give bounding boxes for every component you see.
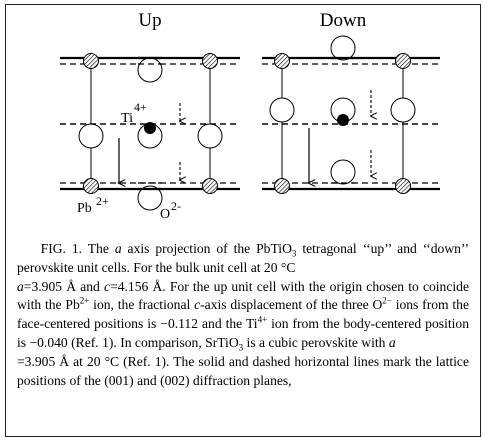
perovskite-diagram: Up Ti 4+ bbox=[60, 10, 440, 222]
ti-charge-label: 4+ bbox=[134, 100, 147, 114]
caption-c-eq: c bbox=[104, 278, 111, 294]
pb-charge-label: 2+ bbox=[96, 194, 109, 208]
down-panel: Down bbox=[262, 10, 440, 194]
caption-span: is a cubic perovskite with bbox=[246, 334, 386, 350]
down-pb-bottom-left bbox=[274, 178, 290, 194]
down-oxygen-top bbox=[330, 35, 356, 61]
down-pb-top-left bbox=[274, 53, 290, 69]
up-oxygen-left bbox=[78, 123, 104, 149]
up-panel: Up Ti 4+ bbox=[60, 10, 240, 222]
figure-caption: FIG. 1. The a axis projection of the PbT… bbox=[17, 240, 469, 390]
down-oxygen-right bbox=[390, 97, 416, 123]
caption-a-italic: a bbox=[114, 241, 122, 256]
down-oxygen-left bbox=[269, 97, 295, 123]
caption-span: =4.156 Å. For the up unit cell with the … bbox=[17, 278, 469, 313]
down-ti-atom bbox=[337, 114, 349, 126]
up-pb-top-right bbox=[202, 53, 218, 69]
up-oxygen-top bbox=[137, 57, 163, 83]
caption-sup: 4+ bbox=[257, 314, 268, 325]
caption-span: tetragonal ‘‘up’’ and ‘‘down’’ perovskit… bbox=[17, 241, 470, 275]
caption-span: ion, the fractional bbox=[93, 297, 191, 313]
down-label: Down bbox=[320, 10, 367, 31]
caption-span: ion from the body-centered position is −… bbox=[17, 316, 469, 350]
ti-label: Ti bbox=[121, 111, 133, 126]
caption-span: The bbox=[87, 241, 109, 256]
fig-label: FIG. 1. bbox=[40, 241, 83, 256]
up-pb-bottom-left bbox=[83, 178, 99, 194]
caption-sub: 3 bbox=[238, 342, 244, 353]
up-oxygen-right bbox=[197, 123, 223, 149]
up-ti-atom bbox=[144, 122, 156, 134]
down-pb-top-right bbox=[395, 53, 411, 69]
down-pb-bottom-right bbox=[395, 178, 411, 194]
up-label: Up bbox=[138, 10, 161, 31]
o-label: O bbox=[160, 207, 170, 222]
figure-frame bbox=[5, 4, 481, 437]
caption-a-eq: a bbox=[17, 278, 24, 294]
caption-c-axis: c bbox=[194, 297, 201, 313]
caption-sup: 2− bbox=[382, 295, 392, 306]
caption-span: =3.905 Å at 20 °C (Ref. 1). The solid an… bbox=[17, 353, 469, 388]
caption-sup: 2+ bbox=[79, 295, 90, 306]
caption-a-eq: a bbox=[388, 334, 396, 350]
up-oxygen-bottom bbox=[137, 185, 163, 211]
up-pb-bottom-right bbox=[202, 178, 218, 194]
down-oxygen-bottom bbox=[330, 159, 356, 185]
caption-span: =3.905 Å and bbox=[23, 278, 100, 294]
pb-label: Pb bbox=[77, 201, 92, 216]
caption-span: axis projection of the PbTiO bbox=[127, 241, 292, 256]
caption-text: FIG. 1. The a axis projection of the PbT… bbox=[17, 240, 469, 390]
caption-span: -axis displacement of the three O bbox=[200, 297, 383, 313]
o-charge-label: 2- bbox=[171, 199, 181, 213]
up-pb-top-left bbox=[83, 53, 99, 69]
caption-span: ions from the face-centered positions is… bbox=[17, 297, 470, 332]
caption-sub: 3 bbox=[291, 248, 297, 259]
